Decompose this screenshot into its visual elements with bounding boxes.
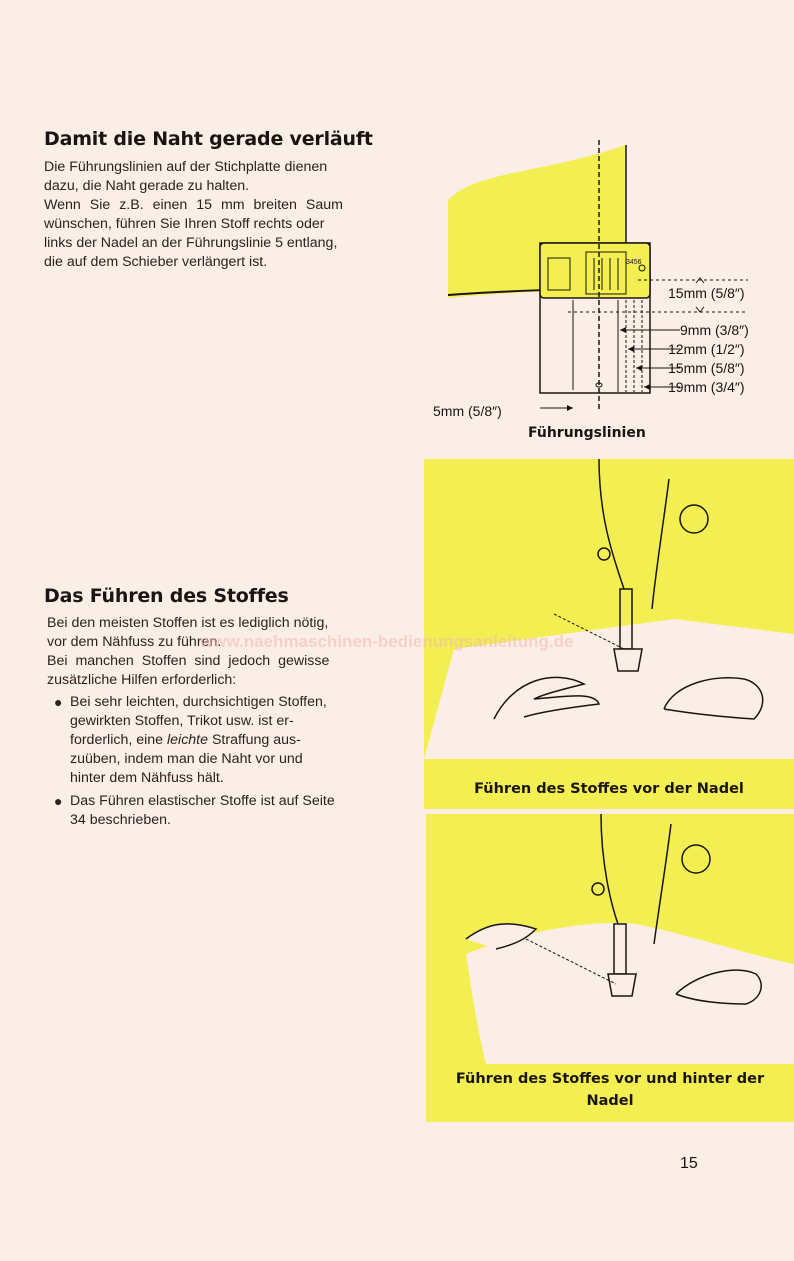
bullet-list: ● Bei sehr leichten, durchsichtigen Stof… [52,693,400,834]
text-line: forderlich, eine leichte Straffung aus- [70,731,400,750]
label-9mm: 9mm (3/8″) [680,322,749,338]
text-line: die auf dem Schieber verlängert ist. [44,254,268,270]
text-line: Wenn Sie z.B. einen 15 mm breiten Saum [44,197,343,213]
label-19mm: 19mm (3/4″) [668,379,745,395]
paragraph-guiding-fabric: Bei den meisten Stoffen ist es lediglich… [47,614,397,690]
page-number: 15 [680,1155,698,1172]
heading-guiding-fabric: Das Führen des Stoffes [44,585,289,607]
bullet-item: ● Das Führen elastischer Stoffe ist auf … [52,792,400,830]
label-5mm: 5mm (5/8″) [433,403,502,419]
label-15mm: 15mm (5/8″) [668,360,745,376]
figure-guiding-front-back: Führen des Stoffes vor und hinter der Na… [426,814,794,1122]
sewing-hands-illustration [424,459,794,759]
label-12mm: 12mm (1/2″) [668,341,745,357]
text-line: Die Führungslinien auf der Stichplatte d… [44,159,328,175]
watermark: www.naehmaschinen-bedienungsanleitung.de [200,632,574,651]
needle-plate-diagram: 3456 [448,140,748,411]
text-line: zuüben, indem man die Naht vor und [70,751,303,767]
text-line: Das Führen elastischer Stoffe ist auf Se… [70,793,335,809]
text-line: hinter dem Nähfuss hält. [70,770,224,786]
text-line: vor dem Nähfuss zu führen. [47,634,222,650]
text-line: links der Nadel an der Führungslinie 5 e… [44,235,338,251]
figure-caption: Führen des Stoffes vor und hinter der Na… [426,1068,794,1112]
text-line: zusätzliche Hilfen erforderlich: [47,672,237,688]
diagram-title: Führungslinien [528,425,646,441]
text-line: 34 beschrieben. [70,812,171,828]
text-fragment: forderlich, eine [70,732,167,748]
plate-numbers: 3456 [626,259,642,266]
bullet-item: ● Bei sehr leichten, durchsichtigen Stof… [52,693,400,788]
bullet-dot-icon: ● [54,694,63,710]
caption-line: Nadel [586,1093,634,1109]
caption-line: Führen des Stoffes vor und hinter der [455,1071,765,1087]
text-line: gewirkten Stoffen, Trikot usw. ist er- [70,713,294,729]
emphasis-text: leichte [167,732,209,748]
heading-straight-seam: Damit die Naht gerade verläuft [44,128,373,150]
figure-guiding-front: Führen des Stoffes vor der Nadel [424,459,794,809]
bullet-dot-icon: ● [54,793,63,809]
paragraph-straight-seam: Die Führungslinien auf der Stichplatte d… [44,158,394,272]
figure-caption: Führen des Stoffes vor der Nadel [474,781,744,797]
label-15mm-top: 15mm (5/8″) [668,285,745,301]
text-line: Bei sehr leichten, durchsichtigen Stoffe… [70,694,327,710]
text-line: Bei den meisten Stoffen ist es lediglich… [47,615,329,631]
text-line: wünschen, führen Sie Ihren Stoff rechts … [44,216,325,232]
sewing-hands-illustration [465,814,794,1064]
text-line: dazu, die Naht gerade zu halten. [44,178,250,194]
text-fragment: Straffung aus- [208,732,301,748]
text-line: Bei manchen Stoffen sind jedoch gewisse [47,653,330,669]
